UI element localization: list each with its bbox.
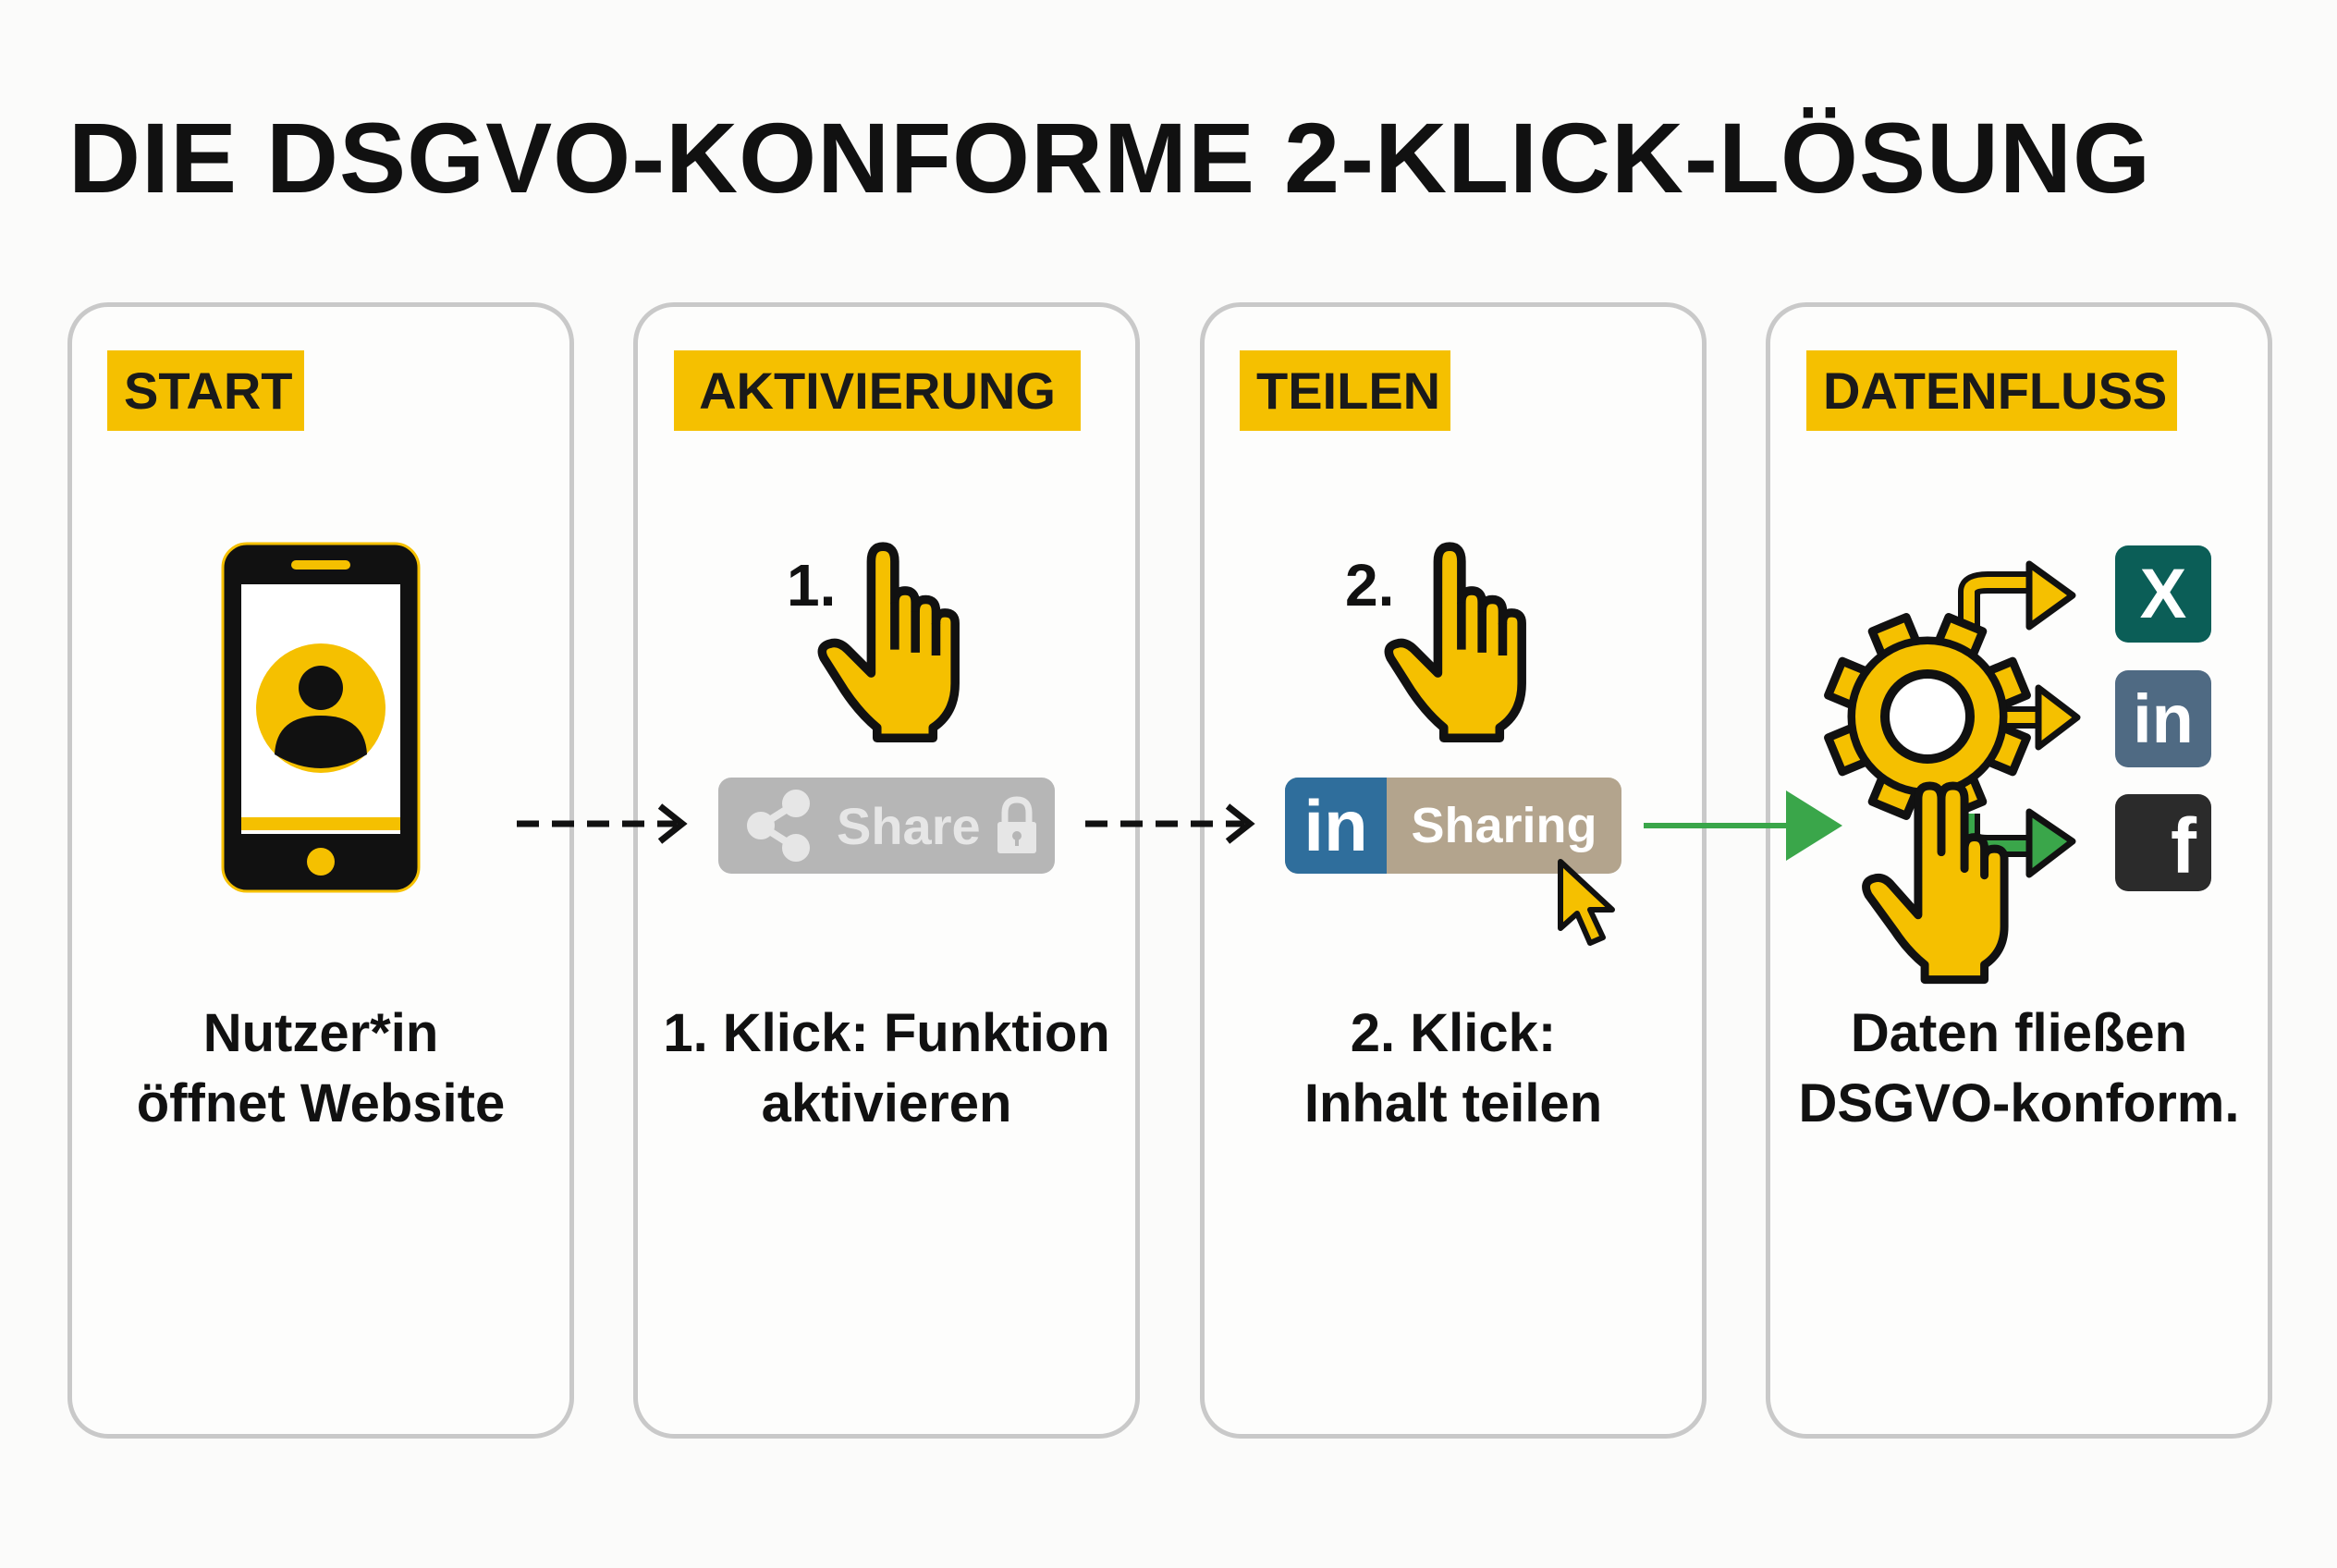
- share-icon: [747, 790, 810, 862]
- caption-datenfluss: Daten fließen DSGVO-konform.: [1766, 998, 2272, 1139]
- tag-aktivierung: AKTIVIERUNG: [674, 350, 1081, 431]
- facebook-icon: f: [2115, 794, 2211, 891]
- xing-icon: X: [2115, 545, 2211, 643]
- tag-teilen: TEILEN: [1240, 350, 1450, 431]
- gear-icon: [1824, 613, 2031, 820]
- caption-line: aktivieren: [761, 1073, 1012, 1133]
- smartphone-icon: [221, 542, 421, 893]
- caption-line: Inhalt teilen: [1303, 1073, 1603, 1133]
- linkedin-icon: in: [2115, 670, 2211, 767]
- sharing-label: Sharing: [1411, 798, 1597, 853]
- caption-aktivierung: 1. Klick: Funktion aktivieren: [633, 998, 1140, 1139]
- pointing-hand-icon: [817, 542, 960, 742]
- page-title: DIE DSGVO-KONFORME 2-KLICK-LÖSUNG: [68, 102, 2152, 214]
- step-number: 1.: [787, 552, 837, 619]
- share-button-disabled[interactable]: Share: [718, 778, 1055, 874]
- tag-datenfluss: DATENFLUSS: [1806, 350, 2177, 431]
- step-number: 2.: [1345, 552, 1395, 619]
- caption-line: Daten fließen: [1850, 1003, 2188, 1063]
- share-label: Share: [837, 796, 981, 855]
- lock-icon: [997, 796, 1036, 853]
- caption-line: öffnet Website: [136, 1073, 506, 1133]
- caption-line: 2. Klick:: [1350, 1003, 1557, 1063]
- caption-line: Nutzer*in: [202, 1003, 439, 1063]
- linkedin-sharing-button[interactable]: in Sharing: [1285, 778, 1621, 874]
- caption-start: Nutzer*in öffnet Website: [67, 998, 574, 1139]
- caption-teilen: 2. Klick: Inhalt teilen: [1200, 998, 1707, 1139]
- caption-line: 1. Klick: Funktion: [663, 1003, 1110, 1063]
- pointing-hand-icon: [1384, 542, 1526, 742]
- caption-line: DSGVO-konform.: [1798, 1073, 2240, 1133]
- cursor-arrow-icon: [1558, 859, 1615, 946]
- pointing-hand-icon: [1862, 781, 2009, 985]
- linkedin-icon: in: [1285, 778, 1387, 874]
- tag-start: START: [107, 350, 304, 431]
